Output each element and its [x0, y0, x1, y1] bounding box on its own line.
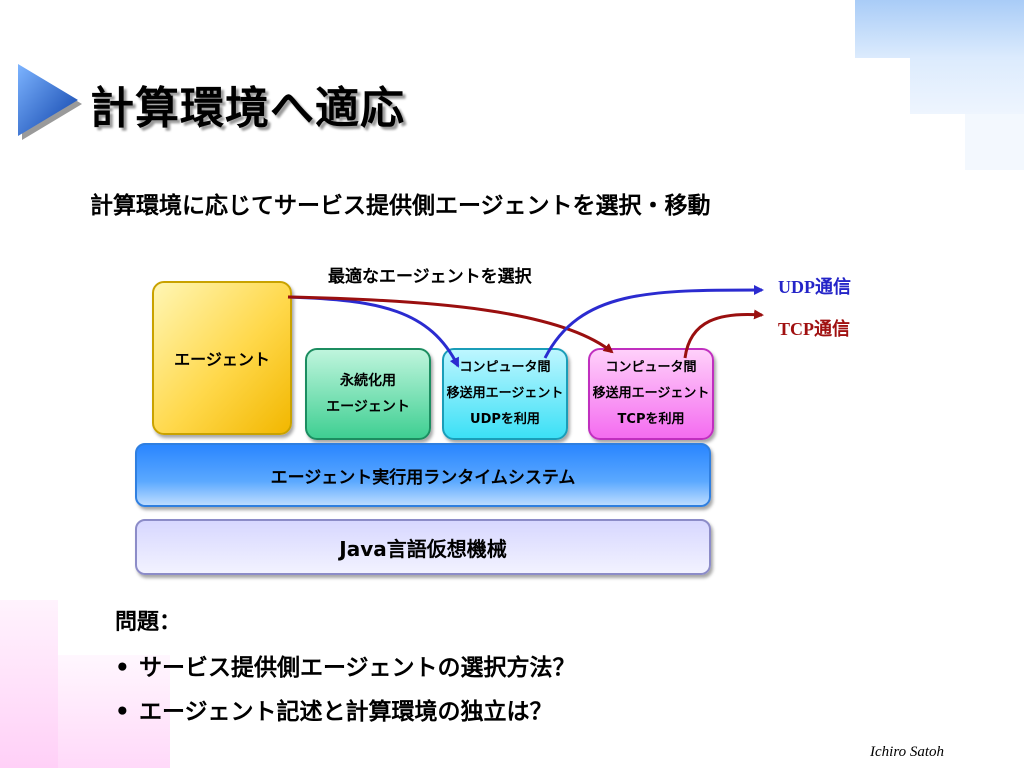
java-vm-bar: Java言語仮想機械 — [135, 519, 711, 575]
title-triangle-icon — [18, 64, 82, 140]
slide-title: 計算環境へ適応 — [90, 83, 405, 134]
runtime-bar-label: エージェント実行用ランタイムシステム — [270, 467, 576, 488]
agent-box-label: エージェント — [174, 350, 270, 369]
problem-item-text: サービス提供側エージェントの選択方法？ — [139, 655, 576, 681]
tcp-communication-label: TCP通信 — [778, 319, 850, 339]
java-bar-label: Java言語仮想機械 — [339, 536, 507, 561]
author-footer: Ichiro Satoh — [870, 744, 945, 760]
tcp-agent-line-3: TCPを利用 — [617, 412, 685, 427]
arrow-tcp-communication — [683, 309, 764, 359]
udp-agent-line-3: UDPを利用 — [470, 412, 540, 427]
decor-block-top-right — [855, 0, 1024, 58]
persistence-agent-line-1: 永続化用 — [340, 373, 396, 389]
decor-block-top-right — [910, 58, 1024, 114]
slide-subtitle: 計算環境に応じてサービス提供側エージェントを選択・移動 — [90, 193, 711, 219]
bullet-dot-icon: • — [115, 655, 130, 681]
tcp-agent-line-2: 移送用エージェント — [592, 386, 710, 401]
tcp-agent-line-1: コンピュータ間 — [605, 360, 697, 375]
agent-runtime-system-bar: エージェント実行用ランタイムシステム — [135, 443, 711, 507]
arrow-udp-communication — [543, 285, 764, 359]
persistence-agent-line-2: エージェント — [326, 399, 410, 415]
arrow-agent-to-udp — [287, 295, 460, 368]
select-agent-label: 最適なエージェントを選択 — [328, 267, 532, 287]
bullet-dot-icon: • — [115, 699, 130, 725]
decor-block-bottom-left — [0, 600, 58, 768]
udp-agent-line-2: 移送用エージェント — [446, 386, 564, 401]
udp-transfer-agent-box: コンピュータ間 移送用エージェント UDPを利用 — [442, 348, 568, 440]
persistence-agent-box: 永続化用 エージェント — [305, 348, 431, 440]
problem-item: • エージェント記述と計算環境の独立は？ — [115, 692, 553, 726]
problem-item: • サービス提供側エージェントの選択方法？ — [115, 648, 576, 682]
problems-heading: 問題： — [115, 610, 182, 635]
decor-block-top-right — [965, 114, 1024, 170]
tcp-transfer-agent-box: コンピュータ間 移送用エージェント TCPを利用 — [588, 348, 714, 440]
agent-box: エージェント — [152, 281, 292, 435]
udp-agent-line-1: コンピュータ間 — [459, 360, 551, 375]
udp-communication-label: UDP通信 — [778, 277, 851, 297]
decor-block-bottom-left — [58, 655, 170, 768]
arrow-agent-to-tcp — [287, 295, 614, 354]
problem-item-text: エージェント記述と計算環境の独立は？ — [139, 699, 553, 725]
